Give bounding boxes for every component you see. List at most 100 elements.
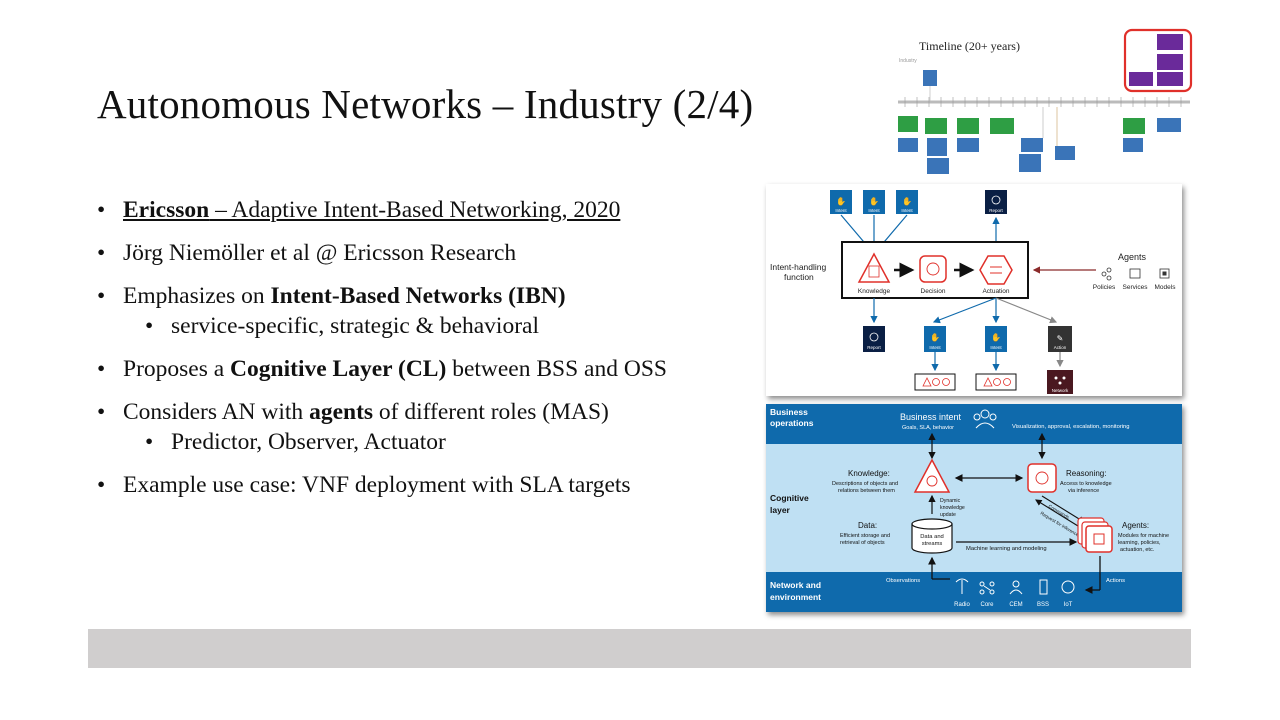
data-title: Data: (858, 521, 877, 530)
intent-handler-icons-1 (914, 373, 956, 391)
report-box-top: Report (985, 190, 1007, 214)
timeline-box (923, 70, 937, 86)
bullet-ibn-bold: Intent-Based Networks (IBN) (270, 283, 566, 309)
timeline-highlight-box (1123, 28, 1193, 93)
svg-text:✋: ✋ (836, 196, 846, 206)
intent-box-4: ✋ Intent (924, 326, 946, 352)
bullet-agents: Considers AN with agents of different ro… (97, 398, 737, 426)
svg-text:✎: ✎ (1057, 334, 1064, 343)
svg-text:Action: Action (1054, 345, 1067, 350)
network-box: Network (1047, 370, 1073, 394)
slide-title: Autonomous Networks – Industry (2/4) (97, 81, 754, 127)
bullet-authors: Jörg Niemöller et al @ Ericsson Research (97, 239, 737, 267)
svg-text:✋: ✋ (902, 196, 912, 206)
ml-modeling-label: Machine learning and modeling (966, 546, 1047, 552)
svg-text:Report: Report (867, 345, 881, 350)
network-environment-band (766, 572, 1182, 612)
actuation-label: Actuation (982, 288, 1009, 295)
intent-box-1: ✋ Intent (830, 190, 852, 214)
svg-text:Intent: Intent (990, 345, 1002, 350)
bullet-cognitive-layer: Proposes a Cognitive Layer (CL) between … (97, 355, 737, 383)
services-label: Services (1123, 284, 1149, 291)
cognitive-layer-band (766, 444, 1182, 572)
intent-box-2: ✋ Intent (863, 190, 885, 214)
decision-icon (919, 255, 947, 283)
knowledge-triangle-icon (913, 458, 951, 493)
intent-handling-diagram: ✋ Intent ✋ Intent ✋ Intent Report Intent-ha… (766, 184, 1182, 396)
intent-box-3: ✋ Intent (896, 190, 918, 214)
users-icon (973, 409, 997, 429)
bullet-cl-post: between BSS and OSS (446, 356, 667, 382)
knowledge-title: Knowledge: (848, 469, 890, 478)
sub-bullet-service-text: service-specific, strategic & behavioral (171, 313, 539, 339)
bullet-agents-pre: Considers AN with (123, 399, 310, 425)
bullet-agents-post: of different roles (MAS) (373, 399, 609, 425)
business-intent-sub: Goals, SLA, behavior (902, 425, 954, 431)
bullet-authors-text: Jörg Niemöller et al @ Ericsson Research (123, 240, 517, 266)
models-icon (1159, 268, 1170, 279)
svg-text:Report: Report (989, 208, 1003, 213)
timeline-ticks (904, 97, 1182, 107)
sub-bullet-roles: Predictor, Observer, Actuator (97, 428, 737, 456)
policies-icon (1101, 267, 1112, 281)
timeline-blue-boxes (898, 118, 1181, 174)
action-box: ✎ Action (1048, 326, 1072, 352)
actions-label: Actions (1106, 578, 1125, 584)
svg-text:✋: ✋ (991, 332, 1001, 342)
radio-label: Radio (954, 602, 970, 608)
bss-icon (1039, 579, 1048, 595)
timeline-purple-boxes (1129, 34, 1183, 86)
bullet-use-case-text: Example use case: VNF deployment with SL… (123, 472, 631, 498)
business-operations-band (766, 404, 1182, 444)
agents-title: Agents (1118, 252, 1147, 262)
knowledge-icon (857, 252, 891, 283)
cem-icon (1009, 580, 1023, 595)
svg-text:Intent: Intent (901, 208, 913, 213)
bullet-cl-bold: Cognitive Layer (CL) (230, 356, 447, 382)
knowledge-label: Knowledge (858, 288, 891, 295)
intent-box-5: ✋ Intent (985, 326, 1007, 352)
visualization-label: Visualization, approval, escalation, mon… (1012, 424, 1130, 430)
cem-label: CEM (1009, 602, 1022, 608)
svg-text:✋: ✋ (930, 332, 940, 342)
policies-label: Policies (1093, 284, 1116, 291)
footer-bar (88, 629, 1191, 668)
bullet-ibn: Emphasizes on Intent-Based Networks (IBN… (97, 282, 737, 310)
bullet-use-case: Example use case: VNF deployment with SL… (97, 471, 737, 499)
sub-bullet-service: service-specific, strategic & behavioral (97, 312, 737, 340)
bullet-agents-bold: agents (309, 399, 374, 425)
business-intent-label: Business intent (900, 412, 962, 422)
bullet-ericsson-company: Ericsson (123, 197, 210, 223)
observations-label: Observations (886, 578, 920, 584)
svg-text:Intent: Intent (868, 208, 880, 213)
timeline-figure: Timeline (20+ years) Industry (898, 28, 1193, 174)
timeline-title: Timeline (20+ years) (919, 39, 1020, 53)
radio-icon (955, 578, 969, 594)
bullet-list: Ericsson – Adaptive Intent-Based Network… (97, 196, 737, 514)
timeline-industry-label: Industry (899, 58, 917, 64)
core-label: Core (980, 602, 994, 608)
bss-label: BSS (1037, 602, 1049, 608)
iot-label: IoT (1064, 602, 1073, 608)
services-icon (1129, 268, 1141, 279)
bullet-cl-pre: Proposes a (123, 356, 231, 382)
svg-text:Intent: Intent (835, 208, 847, 213)
reasoning-icon (1027, 463, 1057, 493)
svg-text:Intent: Intent (929, 345, 941, 350)
sub-bullet-roles-text: Predictor, Observer, Actuator (171, 429, 446, 455)
iot-icon (1061, 580, 1075, 594)
svg-text:Network: Network (1052, 388, 1069, 393)
svg-text:✋: ✋ (869, 196, 879, 206)
